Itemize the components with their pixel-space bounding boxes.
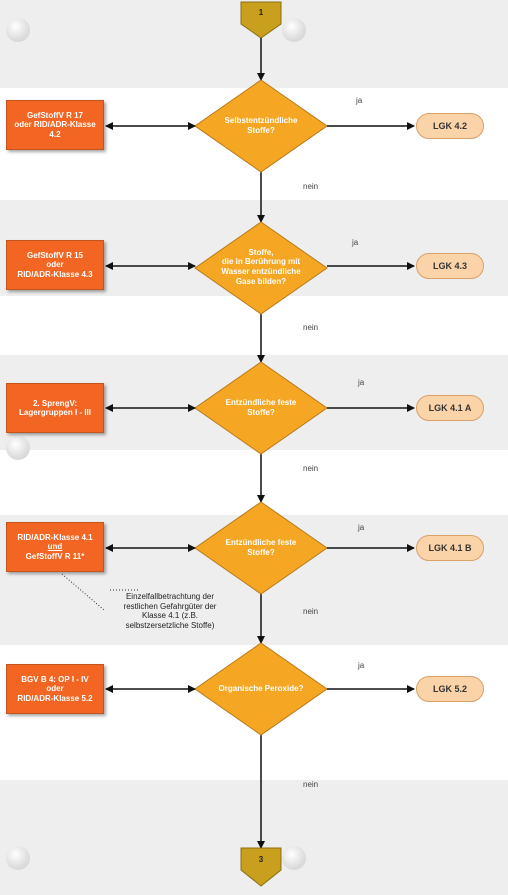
annotation-note: Einzelfallbetrachtung der restlichen Gef… bbox=[123, 592, 217, 630]
decision-diamond bbox=[194, 221, 328, 315]
result-lgk-4-1-a: LGK 4.1 A bbox=[416, 395, 484, 421]
decision-diamond bbox=[194, 361, 328, 455]
result-lgk-4-1-b: LGK 4.1 B bbox=[416, 535, 484, 561]
no-label: nein bbox=[303, 323, 319, 332]
yes-label: ja bbox=[356, 96, 363, 105]
yes-label: ja bbox=[358, 661, 365, 670]
decision-diamond bbox=[194, 642, 328, 736]
yes-label: ja bbox=[352, 238, 359, 247]
note-pointer bbox=[61, 573, 105, 611]
result-lgk-5-2: LGK 5.2 bbox=[416, 676, 484, 702]
decorative-orb bbox=[282, 846, 306, 870]
result-lgk-4-2: LGK 4.2 bbox=[416, 113, 484, 139]
decorative-orb bbox=[6, 846, 30, 870]
source-box-3: 2. SprengV:Lagergruppen I - III bbox=[6, 383, 104, 433]
connector-bottom-shape bbox=[240, 847, 282, 887]
decorative-orb bbox=[6, 436, 30, 460]
decision-5-text: Organische Peroxide? bbox=[218, 684, 304, 694]
connector-bottom-label: 3 bbox=[258, 855, 264, 864]
result-lgk-4-3: LGK 4.3 bbox=[416, 253, 484, 279]
decorative-orb bbox=[282, 18, 306, 42]
no-label: nein bbox=[303, 464, 319, 473]
no-label: nein bbox=[303, 182, 319, 191]
yes-label: ja bbox=[358, 378, 365, 387]
decorative-orb bbox=[6, 18, 30, 42]
connector-top-label: 1 bbox=[258, 8, 264, 17]
yes-label: ja bbox=[358, 523, 365, 532]
decision-diamond bbox=[194, 501, 328, 595]
connector-top-shape bbox=[240, 1, 282, 39]
no-label: nein bbox=[303, 607, 319, 616]
no-label: nein bbox=[303, 780, 319, 789]
decision-diamond bbox=[194, 79, 328, 173]
